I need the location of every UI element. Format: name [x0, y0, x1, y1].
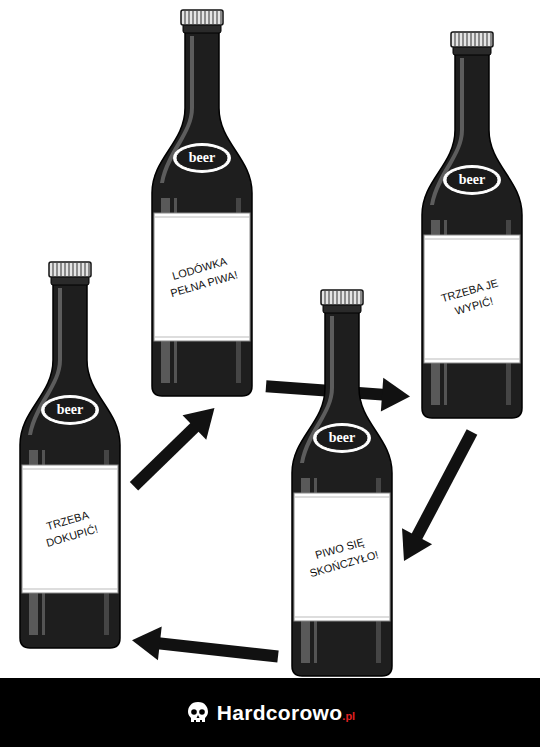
- arrow-shaft: [134, 425, 197, 486]
- label-text: TRZEBA JE WYPIĆ!: [425, 272, 518, 327]
- beer-bottle: beerTRZEBA JE WYPIĆ!: [420, 30, 524, 420]
- watermark: .pl: [342, 710, 355, 722]
- watermark: Hardcorowo: [217, 701, 343, 725]
- label-text: TRZEBA DOKUPIĆ!: [23, 502, 116, 557]
- bottle-drawing: [290, 288, 394, 678]
- neck-label: beer: [175, 148, 229, 168]
- cycle-arrow: [134, 408, 214, 486]
- cycle-arrow: [132, 626, 278, 660]
- beer-bottle: beerTRZEBA DOKUPIĆ!: [18, 260, 122, 650]
- bottle-drawing: [18, 260, 122, 650]
- neck-text: beer: [459, 172, 485, 187]
- neck-label: beer: [43, 400, 97, 420]
- label-text: LODÓWKA PEŁNA PIWA!: [155, 250, 248, 305]
- arrow-head: [402, 528, 432, 561]
- skull-icon: [185, 700, 211, 726]
- arrow-head: [381, 378, 410, 412]
- footer-bar: Hardcorowo.pl: [0, 678, 540, 747]
- arrow-head: [132, 626, 162, 660]
- label-text: PIWO SIĘ SKOŃCZYŁO!: [295, 530, 388, 585]
- cycle-arrow: [402, 432, 472, 561]
- bottle-drawing: [150, 8, 254, 398]
- neck-text: beer: [329, 430, 355, 445]
- neck-label: beer: [315, 428, 369, 448]
- neck-text: beer: [57, 402, 83, 417]
- neck-text: beer: [189, 150, 215, 165]
- beer-bottle: beerLODÓWKA PEŁNA PIWA!: [150, 8, 254, 398]
- neck-label: beer: [445, 170, 499, 190]
- bottle-drawing: [420, 30, 524, 420]
- arrow-shaft: [415, 432, 472, 540]
- beer-bottle: beerPIWO SIĘ SKOŃCZYŁO!: [290, 288, 394, 678]
- arrow-shaft: [156, 643, 278, 657]
- arrow-head: [183, 408, 215, 440]
